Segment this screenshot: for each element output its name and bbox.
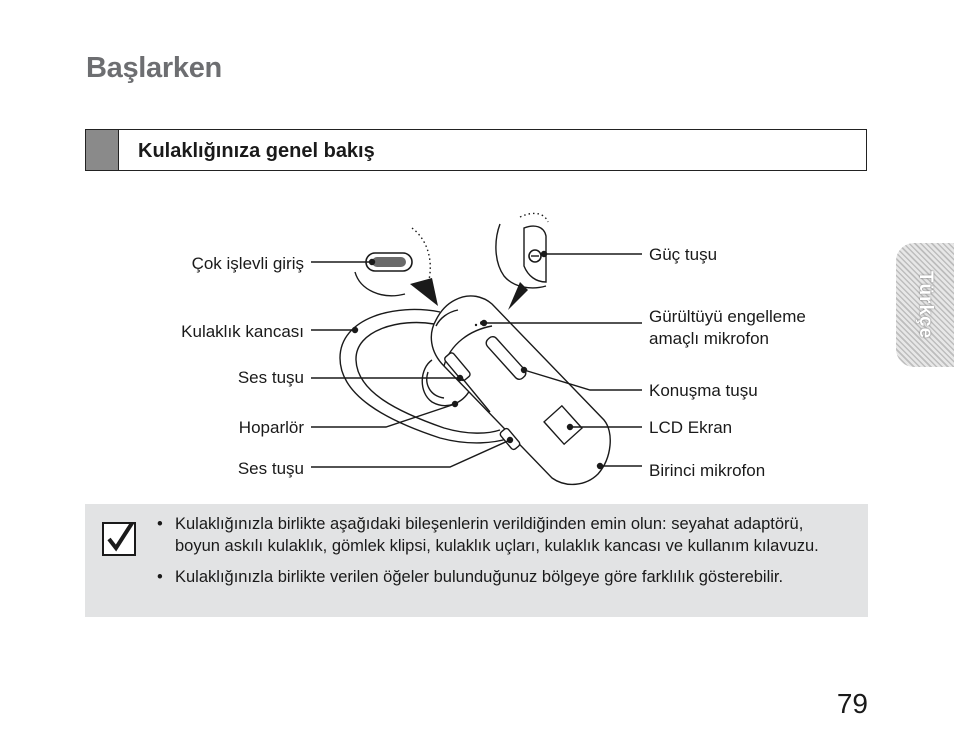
note-box: Kulaklığınızla birlikte aşağıdaki bileşe… (85, 504, 868, 617)
headset-body (430, 295, 611, 485)
label-multi-function-jack: Çok işlevli giriş (191, 254, 304, 273)
page-title: Başlarken (86, 52, 222, 84)
label-ear-hook: Kulaklık kancası (181, 322, 304, 341)
label-power-key: Güç tuşu (649, 245, 718, 264)
volume-button-up (444, 352, 471, 382)
label-lcd-screen: LCD Ekran (649, 418, 733, 437)
checkbox-icon (102, 522, 136, 556)
label-speaker: Hoparlör (238, 418, 304, 437)
section-marker (86, 130, 119, 170)
power-pointer (508, 282, 528, 310)
section-title: Kulaklığınıza genel bakış (138, 140, 375, 162)
label-talk-key: Konuşma tuşu (649, 381, 758, 400)
ear-hook-outer (339, 308, 511, 444)
note-item: Kulaklığınızla birlikte verilen öğeler b… (157, 566, 835, 588)
section-header: Kulaklığınıza genel bakış (85, 129, 867, 171)
speaker-cup (421, 359, 471, 407)
page-number: 79 (836, 688, 868, 719)
label-volume-key-2: Ses tuşu (237, 459, 304, 478)
note-list: Kulaklığınızla birlikte aşağıdaki bileşe… (157, 513, 835, 597)
label-volume-key-1: Ses tuşu (237, 368, 304, 387)
jack-pointer (410, 278, 438, 306)
lcd-screen (543, 404, 583, 446)
talk-button (485, 336, 527, 380)
label-noise-mic-line2: amaçlı mikrofon (649, 329, 769, 348)
label-primary-mic: Birinci mikrofon (649, 461, 766, 480)
label-noise-mic-line1: Gürültüyü engelleme (649, 307, 806, 326)
note-item: Kulaklığınızla birlikte aşağıdaki bileşe… (157, 513, 835, 557)
ear-hook-inner (355, 321, 501, 434)
language-tab: Türkçe (896, 243, 954, 367)
